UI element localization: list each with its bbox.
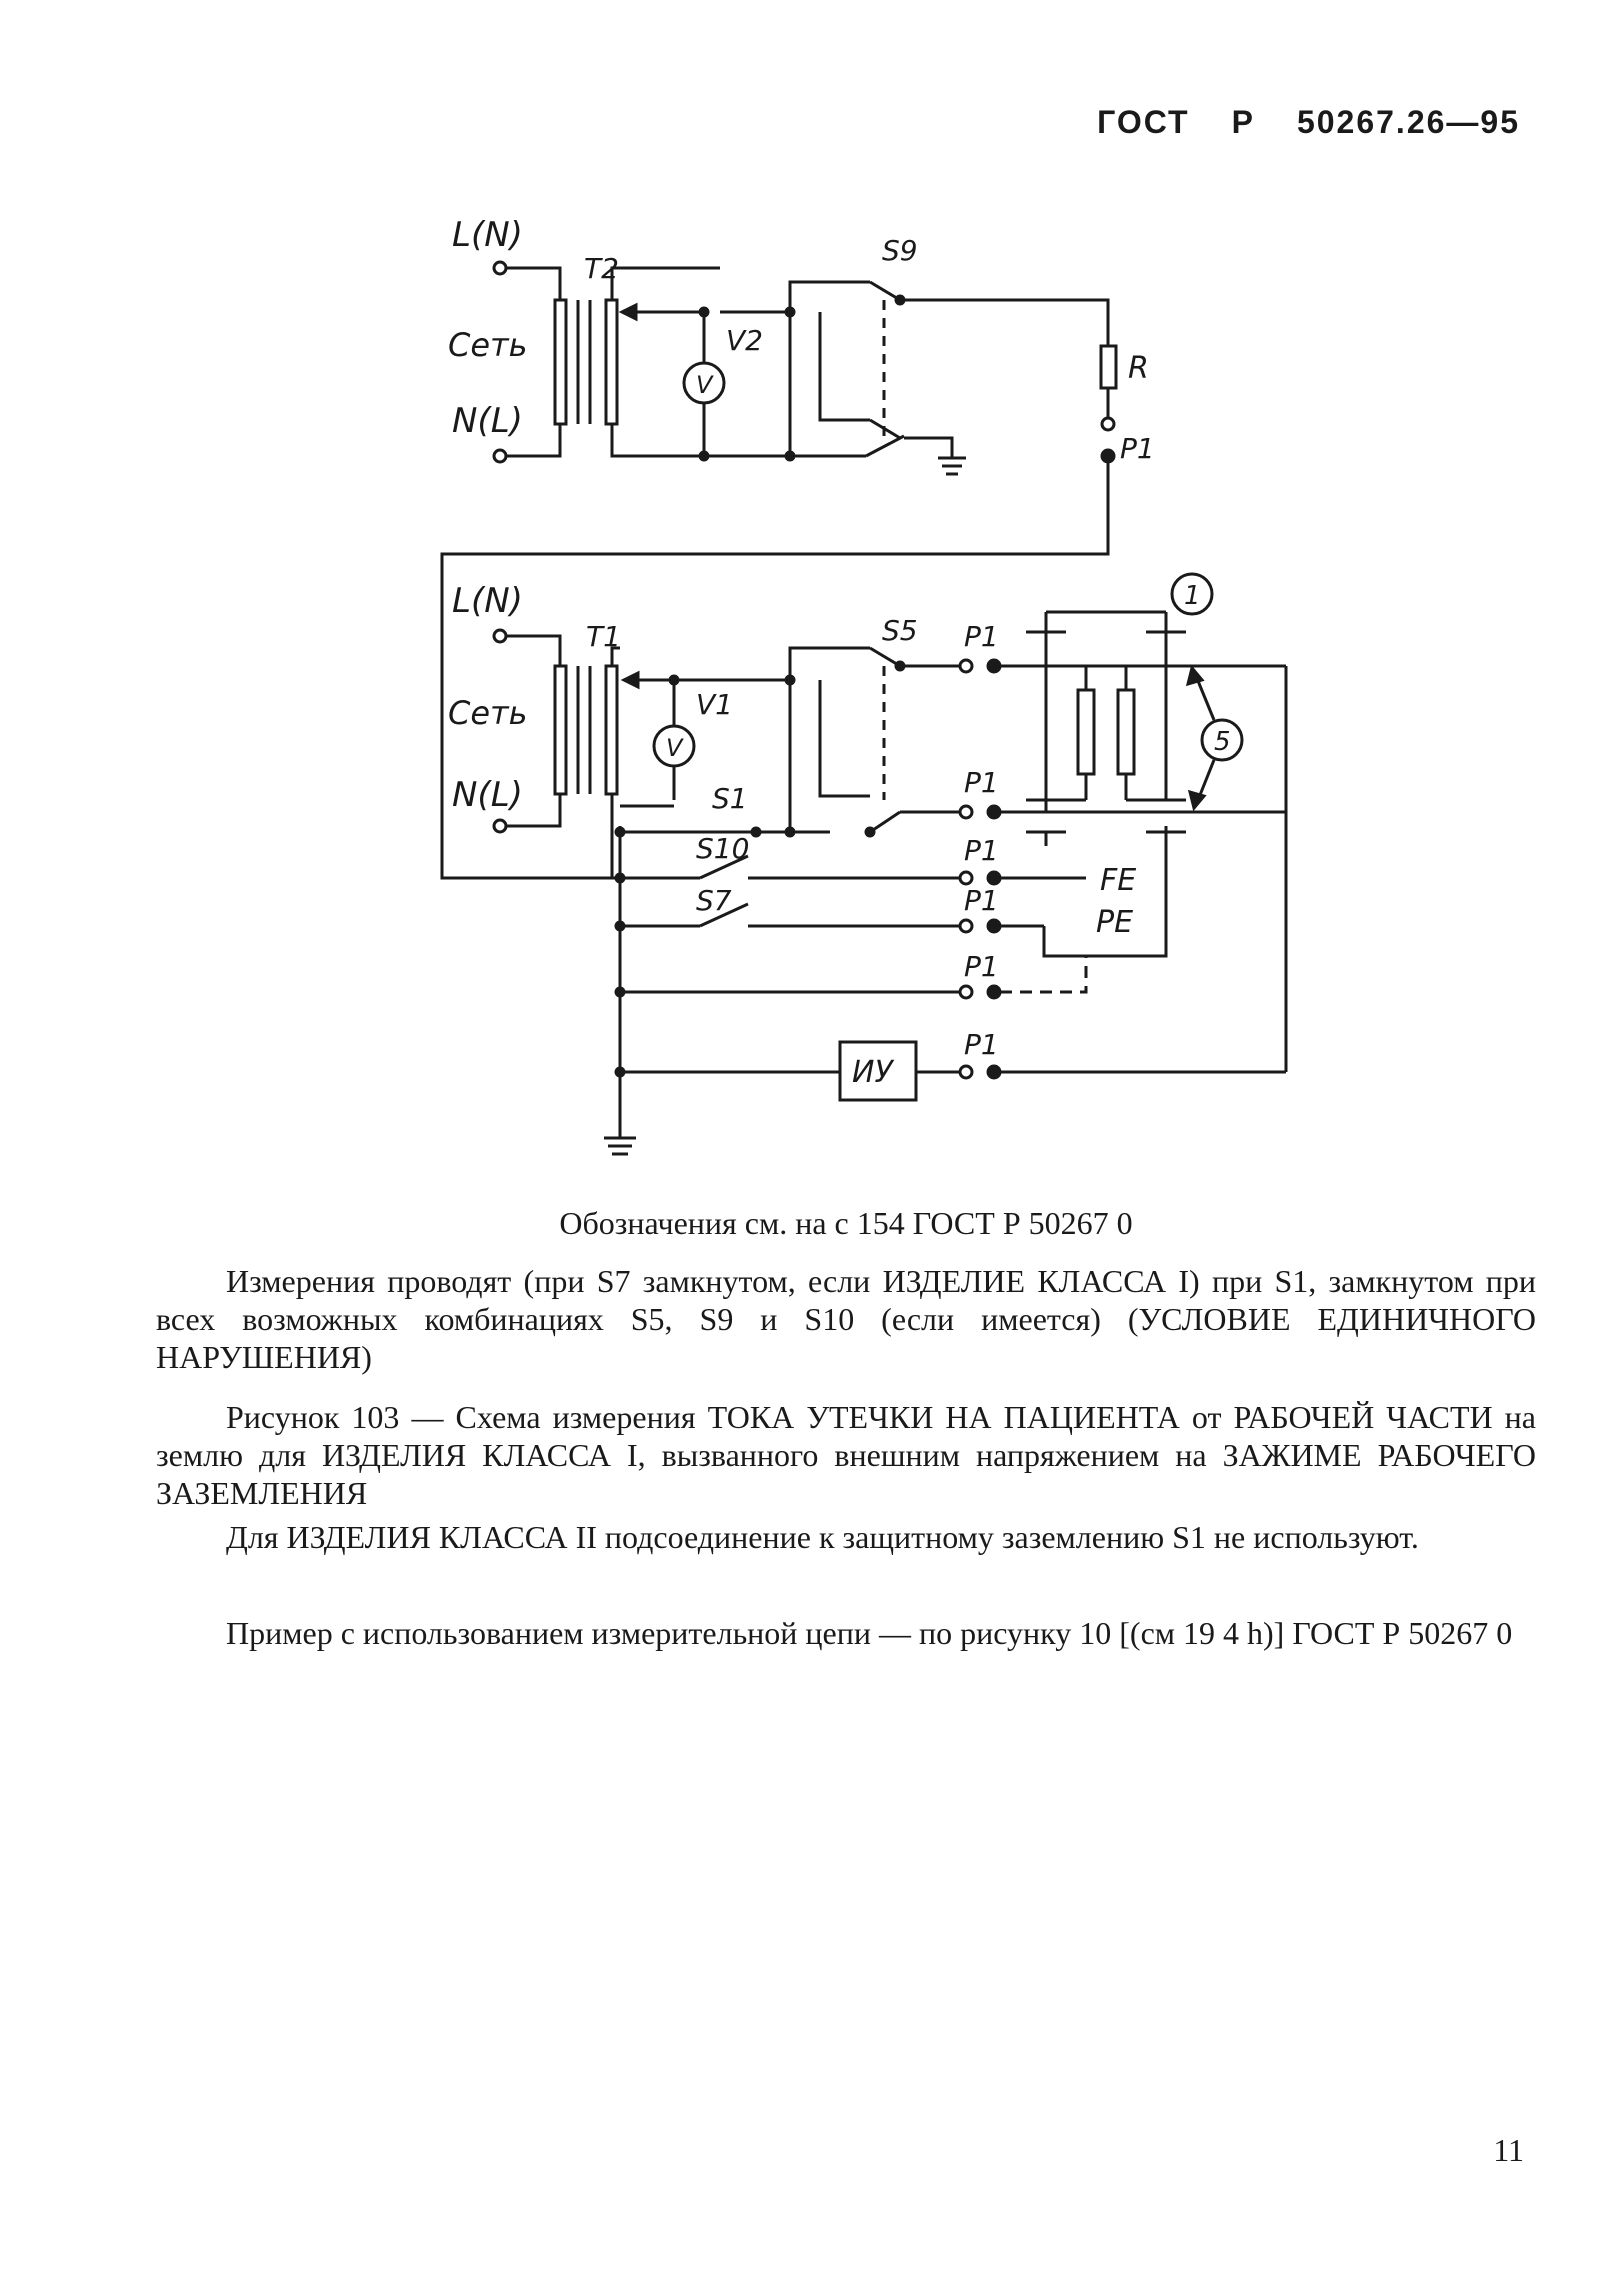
figure-caption: Рисунок 103 — Схема измерения ТОКА УТЕЧК… <box>156 1399 1536 1511</box>
p1-top-label: P1 <box>1120 432 1155 465</box>
t1-label: T1 <box>586 620 621 653</box>
top-mains: Сеть <box>448 326 528 364</box>
p1-label-1: P1 <box>964 620 999 653</box>
s7-label: S7 <box>696 884 732 917</box>
top-lout: N(L) <box>452 401 523 441</box>
v1-symbol: V <box>666 734 684 762</box>
p1-label-6: P1 <box>964 1028 999 1061</box>
header-letter: Р <box>1231 104 1255 140</box>
mark-1: 1 <box>1184 581 1201 611</box>
circuit-diagram: V L(N) Сеть N(L) T2 V2 S9 R P1 <box>440 215 1288 1156</box>
meter-label: ИУ <box>852 1055 894 1090</box>
header-standard: ГОСТ <box>1097 104 1190 140</box>
s1-label: S1 <box>712 782 748 815</box>
p1-label-4: P1 <box>964 884 999 917</box>
header-number: 50267.26—95 <box>1296 104 1520 140</box>
running-header: ГОСТ Р 50267.26—95 <box>1055 104 1520 141</box>
v2-label: V2 <box>726 324 763 357</box>
t2-label: T2 <box>584 252 619 285</box>
top-circuit: V L(N) Сеть N(L) T2 V2 S9 R P1 <box>440 215 1155 880</box>
pe-label: PE <box>1096 905 1133 940</box>
r-label: R <box>1128 351 1149 386</box>
page-number: 11 <box>1493 2132 1524 2168</box>
bottom-circuit: V ИУ <box>448 572 1288 1156</box>
mark-5: 5 <box>1214 727 1231 757</box>
fe-label: FE <box>1100 863 1136 898</box>
p1-label-5: P1 <box>964 950 999 983</box>
v1-label: V1 <box>696 688 733 721</box>
v2-symbol: V <box>696 371 714 399</box>
bottom-mains: Сеть <box>448 694 528 732</box>
example-text: Пример с использованием измерительной це… <box>226 1615 1513 1651</box>
measurement-text: Измерения проводят (при S7 замкнутом, ес… <box>156 1263 1536 1375</box>
s10-label: S10 <box>696 832 749 865</box>
bottom-lin: L(N) <box>452 581 523 621</box>
s5-label: S5 <box>882 614 918 647</box>
bottom-lout: N(L) <box>452 775 523 815</box>
class2-note: Для ИЗДЕЛИЯ КЛАССА II подсоединение к за… <box>226 1519 1419 1555</box>
legend-text: Обозначения см. на с 154 ГОСТ Р 50267 0 <box>559 1205 1133 1241</box>
p1-label-3: P1 <box>964 834 999 867</box>
top-lin: L(N) <box>452 215 523 255</box>
s9-label: S9 <box>882 234 918 267</box>
p1-label-2: P1 <box>964 766 999 799</box>
